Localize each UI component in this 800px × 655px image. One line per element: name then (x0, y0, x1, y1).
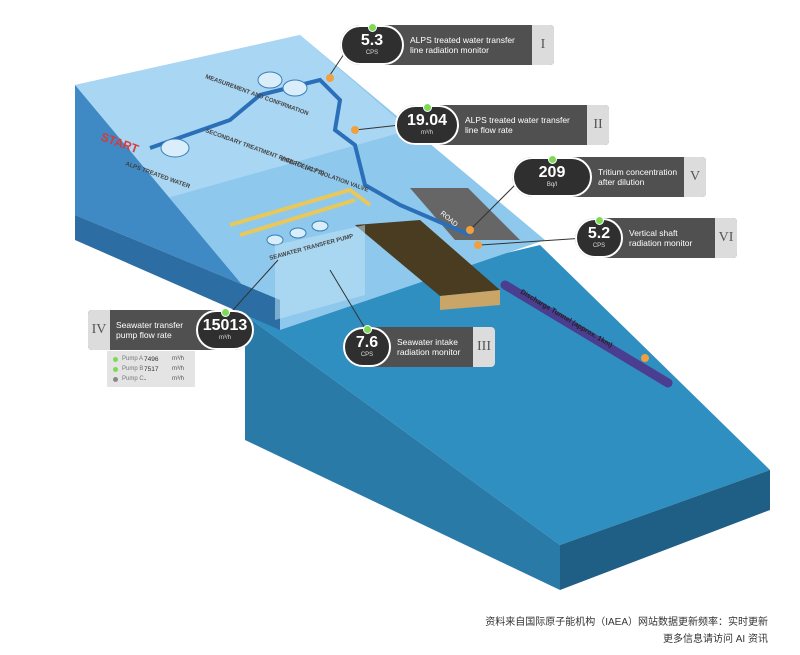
monitor-number: IV (88, 310, 110, 350)
pump-name: Pump B (122, 366, 144, 372)
monitor-label: ALPS treated water transfer line flow ra… (465, 115, 570, 135)
tank-icon (257, 71, 283, 89)
status-dot (547, 155, 557, 164)
tank-icon (160, 138, 190, 158)
pump-unit: m³/h (172, 366, 184, 372)
sensor-icon (351, 126, 359, 134)
monitor-number: III (473, 327, 495, 367)
monitor-callout-6[interactable]: 5.2 CPS Vertical shaft radiation monitor… (575, 216, 737, 258)
value-badge: 5.3 CPS (340, 23, 404, 65)
pump-unit: m³/h (172, 356, 184, 362)
sea-left-face (245, 315, 560, 590)
monitor-value: 15013 (202, 317, 248, 334)
canal (355, 220, 500, 296)
pump-value: - (144, 375, 147, 383)
canal-sand (440, 290, 500, 310)
sensor-icon (466, 226, 474, 234)
tank-icon (266, 234, 284, 246)
road (410, 188, 520, 240)
pump-value: 7517 (144, 365, 159, 373)
status-dot (113, 366, 118, 372)
seawater-pipe (229, 187, 372, 227)
monitor-callout-1[interactable]: 5.3 CPS ALPS treated water transfer line… (340, 23, 554, 65)
seawater-pipe-2 (239, 198, 356, 237)
pump-row: Pump C - m³/h (113, 374, 189, 384)
status-dot (594, 216, 604, 225)
pump-chamber (275, 225, 365, 320)
pump-flow-table: Pump A 7496 m³/h Pump B 7517 m³/h Pump C… (107, 351, 195, 387)
monitor-unit: m³/h (219, 335, 231, 341)
source-note: 资料来自国际原子能机构（IAEA）网站数据更新频率：实时更新 (485, 617, 768, 628)
monitor-callout-4[interactable]: IV Seawater transfer pump flow rate 1501… (88, 308, 254, 350)
monitor-callout-5[interactable]: 209 Bq/l Tritium concentration after dil… (512, 155, 706, 197)
tank-icon (311, 220, 329, 232)
monitor-number: I (532, 25, 554, 65)
monitor-callout-3[interactable]: 7.6 CPS Seawater intake radiation monito… (343, 325, 495, 367)
value-badge: 15013 m³/h (196, 308, 254, 350)
alps-pipe (149, 77, 471, 237)
leader-line (354, 124, 401, 131)
pump-value: 7496 (144, 355, 159, 363)
leader-line (479, 237, 586, 246)
sensor-icon (326, 74, 334, 82)
monitor-value: 5.2 (587, 225, 611, 242)
pump-row: Pump B 7517 m³/h (113, 364, 189, 374)
status-dot (113, 376, 118, 382)
monitor-unit: m³/h (421, 130, 433, 136)
pump-name: Pump C (122, 376, 144, 382)
status-dot (367, 23, 377, 32)
monitor-unit: CPS (360, 352, 374, 358)
monitor-value: 7.6 (355, 334, 379, 351)
monitor-value: 5.3 (360, 32, 384, 49)
monitor-number: II (587, 105, 609, 145)
pump-name: Pump A (122, 356, 144, 362)
land-upper-terrace (75, 35, 410, 200)
pump-unit: m³/h (172, 376, 184, 382)
tank-icon (282, 79, 308, 97)
monitor-label: ALPS treated water transfer line radiati… (410, 35, 515, 55)
value-badge: 19.04 m³/h (395, 103, 459, 145)
status-dot (362, 325, 372, 334)
sea-right-face (560, 470, 770, 590)
monitor-label: Vertical shaft radiation monitor (629, 228, 693, 248)
sensor-icon (641, 354, 649, 362)
land-left-face (75, 85, 280, 330)
monitor-value: 209 (538, 164, 566, 181)
sea-top (245, 245, 770, 545)
value-badge: 209 Bq/l (512, 155, 592, 197)
monitor-unit: CPS (592, 243, 606, 249)
monitor-label: Seawater intake radiation monitor (397, 337, 461, 357)
monitor-number: V (684, 157, 706, 197)
land-front-face (75, 215, 280, 330)
tank-icon (289, 227, 307, 239)
value-badge: 7.6 CPS (343, 325, 391, 367)
status-dot (220, 308, 230, 317)
monitor-value: 19.04 (406, 112, 448, 129)
status-dot (113, 356, 118, 362)
monitor-number: VI (715, 218, 737, 258)
monitor-unit: Bq/l (546, 182, 558, 188)
monitor-unit: CPS (365, 50, 379, 56)
more-info-note: 更多信息请访问 AI 资讯 (662, 634, 768, 645)
discharge-tunnel (500, 280, 673, 388)
sensor-icon (474, 241, 482, 249)
monitor-label: Seawater transfer pump flow rate (116, 320, 184, 340)
monitor-callout-2[interactable]: 19.04 m³/h ALPS treated water transfer l… (395, 103, 609, 145)
status-dot (422, 103, 432, 112)
pump-row: Pump A 7496 m³/h (113, 354, 189, 364)
value-badge: 5.2 CPS (575, 216, 623, 258)
monitor-label: Tritium concentration after dilution (598, 167, 678, 187)
leader-line (469, 179, 521, 231)
